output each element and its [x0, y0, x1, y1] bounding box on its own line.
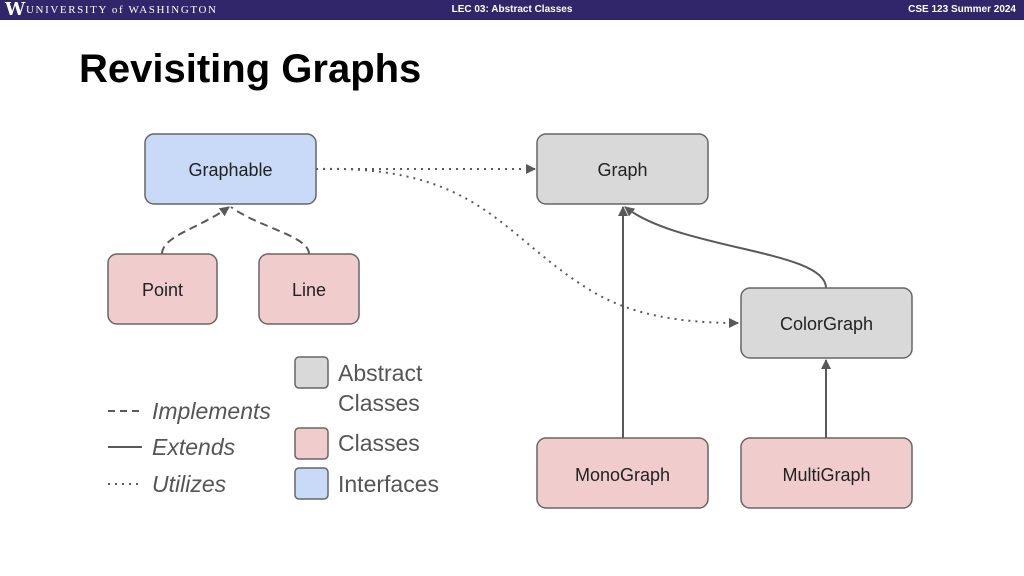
node-graph: Graph — [536, 133, 709, 205]
node-monograph-label: MonoGraph — [575, 465, 670, 485]
utilizes-arrow-colorgraph — [315, 167, 739, 328]
legend-interfaces-swatch — [294, 467, 329, 500]
node-graphable-label: Graphable — [188, 160, 272, 180]
node-colorgraph: ColorGraph — [740, 287, 913, 359]
implements-arrow-line — [230, 206, 310, 255]
legend-lines: Implements Extends Utilizes — [108, 398, 271, 497]
legend-utilizes-label: Utilizes — [152, 471, 227, 497]
node-line-label: Line — [292, 280, 326, 300]
course-name: CSE 123 Summer 2024 — [908, 4, 1016, 15]
node-multigraph: MultiGraph — [740, 437, 913, 509]
node-multigraph-label: MultiGraph — [782, 465, 870, 485]
node-point: Point — [107, 253, 218, 325]
legend-classes-swatch — [294, 427, 329, 460]
legend-classes-label: Classes — [338, 430, 420, 456]
node-graphable: Graphable — [144, 133, 317, 205]
slide-title: Revisiting Graphs — [79, 47, 422, 91]
legend-implements-label: Implements — [152, 398, 271, 424]
header-bar: W UNIVERSITY of WASHINGTON LEC 03: Abstr… — [0, 0, 1024, 20]
extends-arrow-colorgraph — [624, 206, 827, 289]
legend-extends-label: Extends — [152, 434, 236, 460]
legend-abstract-label-2: Classes — [338, 390, 420, 416]
uw-logo-icon: W — [5, 0, 26, 20]
node-colorgraph-label: ColorGraph — [780, 314, 873, 334]
university-name: UNIVERSITY of WASHINGTON — [26, 4, 218, 16]
legend-abstract-swatch — [294, 356, 329, 389]
node-point-label: Point — [142, 280, 183, 300]
node-monograph: MonoGraph — [536, 437, 709, 509]
lecture-title: LEC 03: Abstract Classes — [451, 4, 573, 15]
implements-arrow-point — [161, 206, 230, 255]
legend-fills: Abstract Classes Classes Interfaces — [294, 356, 439, 500]
node-line: Line — [258, 253, 360, 325]
legend-abstract-label-1: Abstract — [338, 360, 423, 386]
legend-interfaces-label: Interfaces — [338, 471, 439, 497]
node-graph-label: Graph — [597, 160, 647, 180]
